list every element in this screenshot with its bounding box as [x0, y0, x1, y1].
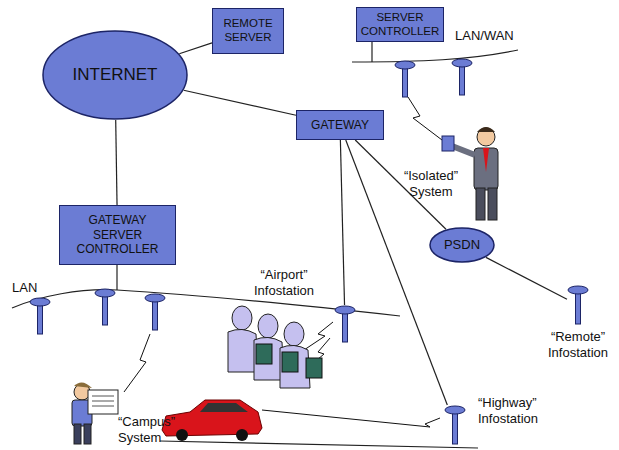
antenna-icon [334, 305, 356, 343]
antenna-disc [445, 406, 465, 414]
gateway-box: GATEWAY [296, 110, 384, 140]
access-point [95, 289, 115, 325]
ellipse-shape [430, 228, 494, 262]
antenna-disc [335, 306, 355, 314]
node-text: REMOTE SERVER [216, 17, 280, 45]
laptop-users [228, 306, 322, 388]
wireless-link [262, 410, 440, 427]
network-link [340, 140, 344, 305]
node-text: GATEWAY [311, 118, 369, 132]
access-point [395, 61, 415, 97]
annotation-label: LAN/WAN [455, 28, 525, 44]
wireless-link [408, 97, 442, 140]
label-holder: “Highway” Infostation [478, 395, 568, 426]
server-box: GATEWAY SERVER CONTROLLER [59, 205, 176, 265]
road [160, 441, 478, 448]
antenna-icon [444, 405, 466, 445]
station-label: “Airport” Infostation [239, 267, 329, 298]
network-cable [116, 265, 117, 290]
label-holder: “Airport” Infostation [239, 267, 329, 298]
network-cloud: PSDN [429, 227, 495, 263]
node-text: PSDN [444, 237, 480, 253]
server-box: SERVER CONTROLLER [356, 7, 445, 43]
infostation: “Remote” Infostation [567, 285, 589, 325]
station-label: “Highway” Infostation [478, 395, 568, 426]
station-label: “Remote” Infostation [538, 329, 618, 360]
annotation-label: “Campus” System [118, 414, 198, 445]
node-text: INTERNET [73, 65, 158, 85]
access-point [452, 59, 472, 95]
antenna-pole [576, 290, 581, 324]
antenna-icon [567, 285, 589, 325]
network-link [179, 43, 212, 54]
label-holder: “Remote” Infostation [538, 329, 618, 360]
antenna-pole [453, 410, 458, 444]
antenna-disc [568, 286, 588, 294]
person-reading [72, 382, 118, 444]
network-cable [371, 41, 372, 62]
network-cable [352, 50, 518, 62]
node-text: GATEWAY SERVER CONTROLLER [63, 213, 172, 256]
wireless-link [304, 322, 333, 350]
wireless-link [124, 334, 150, 392]
access-point [145, 294, 165, 330]
infostation: “Highway” Infostation [444, 405, 466, 445]
network-link [116, 120, 117, 205]
red-car [162, 400, 262, 441]
network-link [184, 90, 296, 115]
server-box: REMOTE SERVER [212, 8, 284, 54]
access-point [30, 298, 50, 334]
network-cloud: INTERNET [42, 30, 188, 120]
antenna-pole [343, 310, 348, 342]
network-link [486, 257, 567, 299]
node-text: SERVER CONTROLLER [360, 11, 441, 39]
infostation: “Airport” Infostation [334, 305, 356, 343]
ellipse-shape [43, 31, 187, 119]
annotation-label: “Isolated” System [395, 168, 467, 199]
network-cable [12, 290, 400, 316]
annotation-label: LAN [12, 280, 52, 296]
